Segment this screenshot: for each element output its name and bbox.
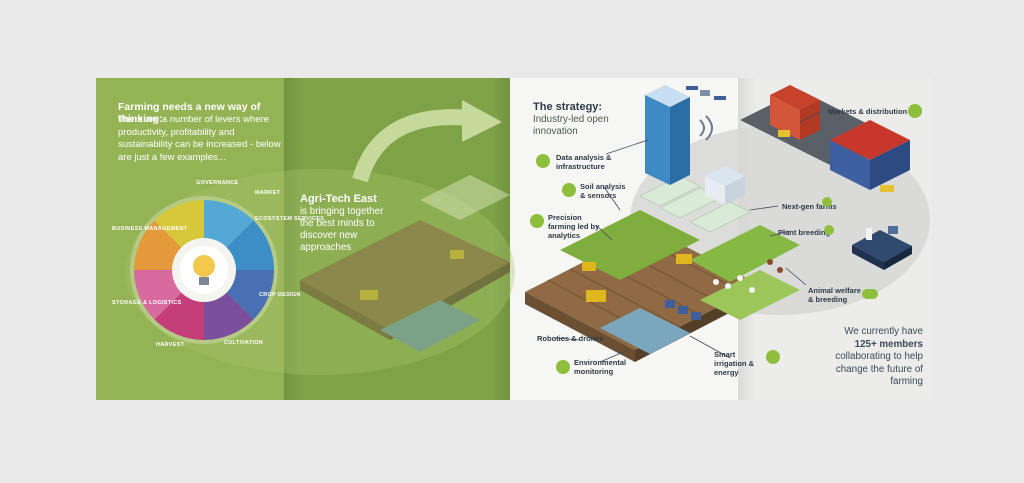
sprout-icon — [822, 197, 832, 207]
wheel-label-crop-design: CROP DESIGN — [259, 292, 301, 298]
wheel-label-business-management: BUSINESS MANAGEMENT — [112, 226, 188, 232]
levers-body: There are a number of levers where produ… — [118, 114, 281, 163]
wheel-label-cultivation: CULTIVATION — [224, 340, 264, 346]
wheel-label-market: MARKET — [255, 190, 281, 196]
office-tower — [645, 85, 690, 185]
levers-title: Farming needs a new way of thinking: — [118, 101, 261, 125]
wheel-label-ecosystem-services: ECOSYSTEM SERVICES — [255, 216, 325, 222]
pig-icon — [862, 289, 878, 299]
arc-arrow — [352, 109, 471, 183]
members-statement: We currently have 125+ members collabora… — [808, 326, 923, 389]
tractor — [676, 254, 692, 264]
tractor — [582, 262, 596, 271]
faded-farm-scene — [300, 175, 510, 352]
members-line1: We currently have — [844, 326, 923, 337]
monitor-icon — [536, 154, 550, 168]
arrow-head — [462, 100, 502, 142]
plant-icon — [824, 225, 834, 235]
fold-shadow — [284, 78, 302, 400]
wheel-label-governance: GOVERNANCE — [196, 180, 239, 186]
label-next-gen: Next-gen farms — [782, 202, 837, 211]
label-animal-welfare: Animal welfare & breeding — [808, 286, 861, 304]
label-plant-breeding: Plant breeding — [778, 228, 831, 237]
strategy-body: Industry-led open innovation — [533, 114, 609, 137]
wheel-label-harvest: HARVEST — [156, 342, 185, 348]
pond — [600, 308, 690, 354]
houses — [705, 166, 745, 205]
satellite — [686, 86, 726, 100]
label-markets: Markets & distribution — [828, 107, 908, 116]
market-district — [740, 85, 910, 192]
label-smart-irrigation: Smart irrigation & energy — [714, 350, 755, 377]
strategy-title: The strategy: — [533, 101, 603, 113]
label-soil-analysis: Soil analysis & sensors — [580, 182, 626, 200]
label-environmental: Environmental monitoring — [574, 358, 627, 376]
bulb-icon — [562, 183, 576, 197]
leaf-icon — [530, 214, 544, 228]
globe-icon — [556, 360, 570, 374]
members-line3: collaborating to help change the future … — [835, 351, 923, 387]
lever-wheel — [130, 196, 278, 344]
lab-platform — [852, 226, 912, 270]
members-count: 125+ members — [854, 338, 923, 350]
label-precision-farming: Precision farming led by analytics — [548, 213, 600, 240]
label-data-analysis: Data analysis & infrastructure — [556, 153, 612, 171]
agritech-body: is bringing together the best minds to d… — [300, 206, 384, 253]
wheel-label-storage-logistics: STORAGE & LOGISTICS — [112, 300, 182, 306]
farm-scene — [525, 175, 800, 362]
recycle-icon — [766, 350, 780, 364]
label-robotics: Robotics & drones — [537, 334, 604, 343]
fold-shadow — [492, 78, 510, 400]
hexagon-icon — [908, 104, 922, 118]
agritech-title: Agri-Tech East — [300, 193, 377, 205]
tractor — [586, 290, 606, 302]
